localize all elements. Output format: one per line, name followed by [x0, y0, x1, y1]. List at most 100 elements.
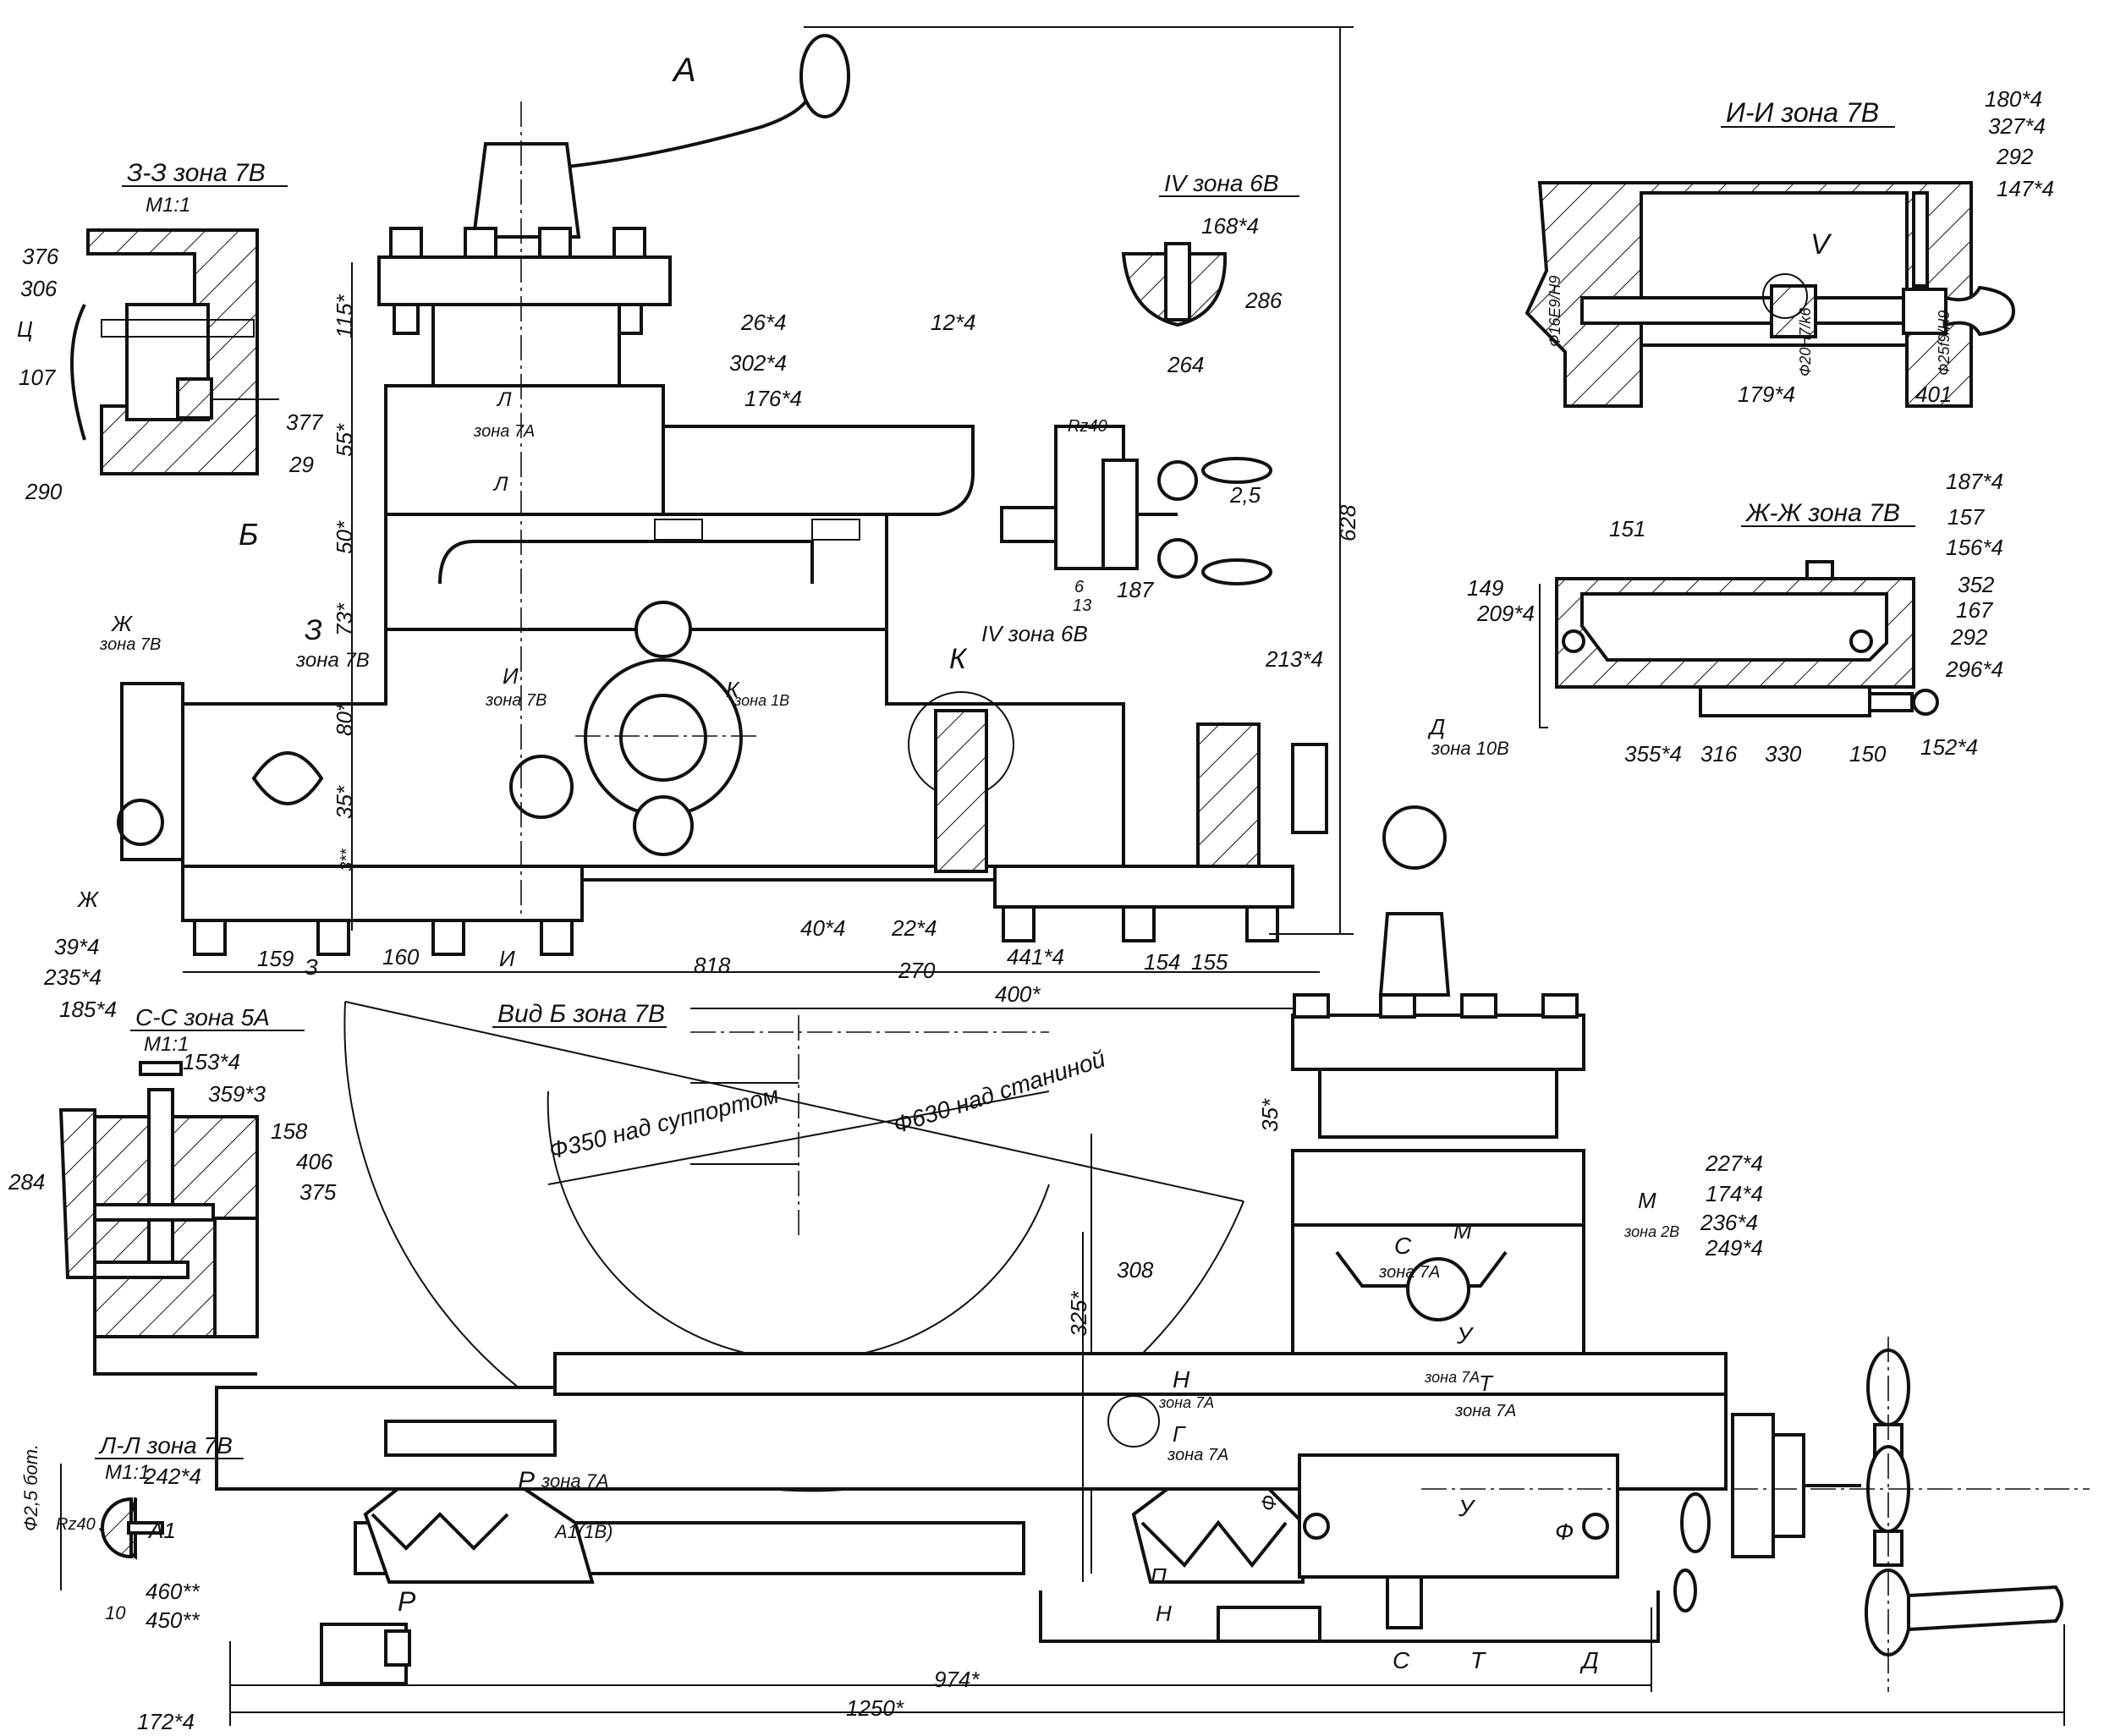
label-d1250: 1250* [846, 1695, 904, 1721]
label-i-mark: И [499, 946, 515, 971]
label-p155: 155 [1191, 949, 1228, 975]
label-p375: 375 [299, 1179, 337, 1205]
label-p330: 330 [1765, 741, 1802, 766]
label-r-mark: Р [398, 1586, 416, 1617]
label-view-b: Вид Б зона 7В [497, 1000, 665, 1028]
section-zz-view [70, 228, 279, 475]
label-u-ref: У [1456, 1322, 1475, 1349]
label-p355: 355*4 [1624, 741, 1682, 766]
label-p235: 235*4 [43, 964, 102, 990]
label-p450: 450** [146, 1607, 200, 1633]
label-p406: 406 [296, 1149, 333, 1174]
label-p236: 236*4 [1700, 1210, 1758, 1235]
label-p172: 172*4 [137, 1709, 195, 1734]
label-u-mark: У [1458, 1495, 1476, 1521]
label-p22: 22*4 [891, 915, 937, 941]
label-p159: 159 [257, 946, 294, 971]
label-dia630: Ф630 над станиной [890, 1045, 1108, 1138]
label-f-mark1: Ф [1258, 1495, 1281, 1511]
label-p39: 39*4 [54, 934, 100, 959]
label-p242: 242*4 [143, 1464, 201, 1489]
label-r-ref: Р [518, 1467, 535, 1495]
label-p179: 179*4 [1738, 382, 1795, 407]
top-slide [384, 384, 665, 516]
label-d6: 6 [1074, 578, 1085, 596]
lower-toolpost-plate [1291, 1014, 1585, 1071]
label-n-mark: Н [1156, 1601, 1172, 1626]
label-d974: 974* [934, 1667, 980, 1692]
label-m-ref: М [1638, 1188, 1656, 1213]
label-d10: 10 [105, 1602, 126, 1623]
label-p158: 158 [271, 1118, 308, 1144]
label-m-mark: М [1453, 1218, 1472, 1244]
label-m-ref-zone: зона 2В [1623, 1223, 1679, 1240]
handle-knob [799, 34, 850, 118]
label-p302: 302*4 [729, 350, 787, 376]
label-p185: 185*4 [59, 997, 117, 1022]
label-r-ref-zone: зона 7А [541, 1470, 609, 1492]
label-l-ref-zone: зона 7А [473, 422, 535, 441]
label-dd-mark: Д [1579, 1647, 1599, 1673]
knob-147 [1944, 285, 2016, 337]
label-p29: 29 [288, 452, 314, 477]
label-p107: 107 [19, 365, 57, 390]
label-c-ref-zone: зона 7А [1378, 1263, 1440, 1282]
label-p150: 150 [1849, 741, 1887, 766]
label-p227: 227*4 [1705, 1151, 1763, 1176]
label-iv-zone: IV зона 6В [981, 621, 1088, 646]
label-z-mark: З [305, 954, 318, 980]
section-zhzh-view [1539, 560, 1939, 728]
label-g-ref-zone: зона 7А [1167, 1446, 1228, 1464]
cross-slide-extension [662, 425, 975, 516]
label-a1-1b: А1(1В) [553, 1521, 613, 1542]
label-p270: 270 [898, 958, 936, 983]
handle-lever [541, 84, 814, 171]
label-p154: 154 [1144, 949, 1180, 975]
label-t-mark: Т [1470, 1647, 1486, 1673]
label-fit20: Ф20H7/k6 [1797, 307, 1814, 376]
label-section-ss: С-С зона 5А [135, 1004, 270, 1030]
toolpost-plate [377, 255, 672, 306]
hole-308 [1107, 1395, 1160, 1448]
label-i-ref-zone: зона 7В [485, 691, 547, 710]
label-c-mark: С [1393, 1647, 1410, 1673]
label-p12: 12*4 [931, 310, 976, 335]
handwheel-lever [1907, 1585, 2063, 1632]
label-p187a: 187 [1117, 577, 1155, 602]
label-t-ref2-zone: зона 7А [1454, 1402, 1516, 1420]
label-rz40a: Rz40 [1068, 417, 1107, 436]
label-v-mark: V [1810, 228, 1832, 261]
label-p147: 147*4 [1997, 176, 2054, 201]
label-pC: Ц [17, 316, 33, 342]
label-section-iv: IV зона 6В [1164, 170, 1279, 196]
label-d818: 818 [694, 953, 731, 978]
label-p152: 152*4 [1920, 734, 1978, 760]
toolpost-knob [1382, 805, 1447, 870]
label-z-ref-zone: зона 7В [295, 649, 370, 672]
label-d-ref: Д [1427, 714, 1445, 739]
lower-cross-slide [1291, 1149, 1585, 1227]
label-p160: 160 [382, 944, 420, 970]
label-section-ii: И-И зона 7В [1726, 97, 1879, 128]
section-ii-view [1524, 181, 2016, 408]
label-d13: 13 [1073, 596, 1091, 615]
label-p359: 359*3 [208, 1081, 266, 1107]
label-p316: 316 [1700, 741, 1738, 766]
label-f-mark2: Ф [1555, 1519, 1574, 1545]
label-d25: 2,5 [1229, 482, 1261, 508]
label-p209: 209*4 [1476, 601, 1535, 626]
label-d80: 80* [332, 702, 357, 736]
label-p180: 180*4 [1985, 86, 2042, 112]
label-dia350: Ф350 над суппортом [547, 1081, 782, 1163]
label-p176: 176*4 [744, 386, 802, 411]
label-p460: 460** [146, 1579, 200, 1604]
shaft-401 [1580, 296, 1939, 325]
label-p151: 151 [1609, 516, 1645, 541]
label-p157: 157 [1947, 504, 1986, 530]
label-c-ref: С [1394, 1233, 1412, 1259]
label-p308: 308 [1117, 1257, 1154, 1283]
label-p327: 327*4 [1988, 113, 2046, 139]
label-fit16: Ф16E9/H9 [1546, 276, 1563, 347]
label-d3: 3** [338, 848, 356, 871]
